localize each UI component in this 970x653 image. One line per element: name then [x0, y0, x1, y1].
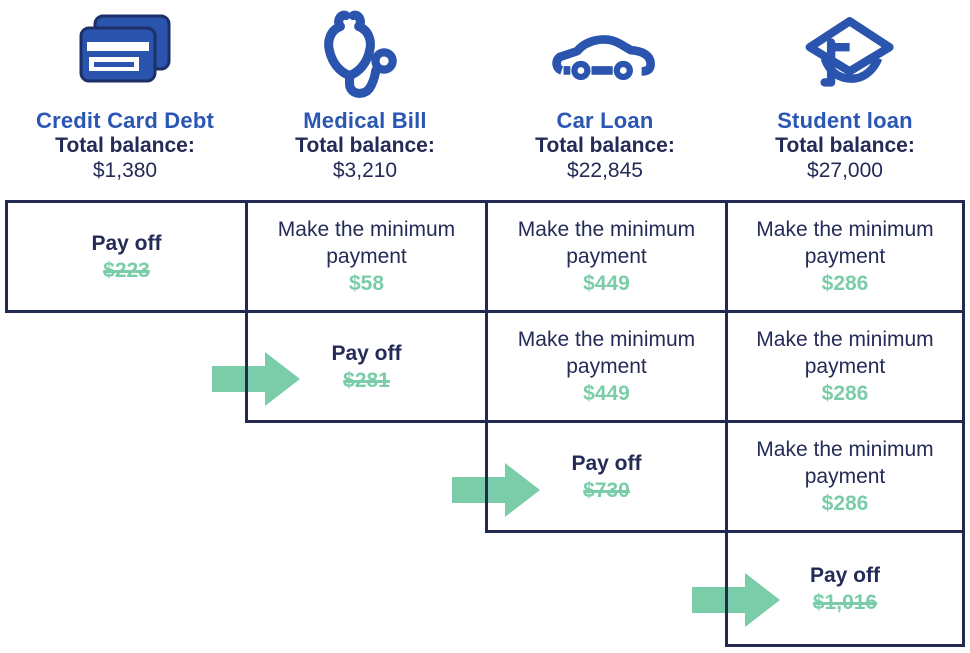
minimum-cell-student-loan: Make the minimum payment $286	[725, 423, 962, 530]
car-icon	[552, 4, 658, 108]
payoff-amount: $281	[343, 368, 390, 392]
payoff-amount: $1,016	[812, 590, 878, 614]
debt-header-credit-card: Credit Card Debt Total balance: $1,380	[5, 0, 245, 200]
rollover-arrow-icon-car-loan	[452, 463, 540, 517]
balance-label: Total balance:	[775, 134, 915, 157]
minimum-cell-car-loan: Make the minimum payment $449	[485, 313, 725, 420]
graduation-cap-icon	[794, 4, 896, 108]
payment-row-4: Pay off $1,016	[725, 530, 965, 647]
payoff-label: Pay off	[91, 231, 162, 255]
balance-label: Total balance:	[535, 134, 675, 157]
payoff-cell-credit-card: Pay off $223	[8, 203, 245, 310]
minimum-amount: $286	[821, 382, 869, 405]
minimum-label: Make the minimum payment	[277, 218, 456, 268]
minimum-amount: $449	[583, 272, 630, 295]
payoff-label: Pay off	[809, 563, 880, 587]
debt-title: Medical Bill	[303, 108, 427, 133]
minimum-cell-medical-bill: Make the minimum payment $58	[245, 203, 485, 310]
rollover-arrow-icon-medical-bill	[212, 352, 300, 406]
payoff-cell-student-loan: Pay off $1,016	[728, 533, 962, 644]
balance-amount: $3,210	[332, 159, 398, 182]
minimum-label: Make the minimum payment	[517, 218, 696, 268]
balance-amount: $27,000	[807, 159, 883, 182]
minimum-label: Make the minimum payment	[756, 438, 934, 488]
debt-title: Student loan	[777, 108, 913, 133]
debt-header-car-loan: Car Loan Total balance: $22,845	[485, 0, 725, 200]
minimum-amount: $286	[821, 272, 869, 295]
balance-label: Total balance:	[295, 134, 435, 157]
minimum-label: Make the minimum payment	[756, 218, 934, 268]
payoff-amount: $730	[583, 478, 630, 502]
balance-label: Total balance:	[55, 134, 195, 157]
balance-amount: $1,380	[92, 159, 158, 182]
payoff-label: Pay off	[571, 451, 642, 475]
minimum-label: Make the minimum payment	[517, 328, 696, 378]
minimum-cell-student-loan: Make the minimum payment $286	[725, 313, 962, 420]
stethoscope-icon	[315, 4, 415, 108]
minimum-amount: $286	[821, 492, 869, 515]
payoff-label: Pay off	[331, 341, 402, 365]
minimum-label: Make the minimum payment	[756, 328, 934, 378]
rollover-arrow-icon-student-loan	[692, 573, 780, 627]
minimum-amount: $58	[348, 272, 385, 295]
minimum-amount: $449	[583, 382, 630, 405]
payoff-amount: $223	[103, 258, 150, 282]
debt-title: Car Loan	[556, 108, 654, 133]
credit-card-icon	[75, 4, 175, 108]
minimum-cell-student-loan: Make the minimum payment $286	[725, 203, 962, 310]
payment-row-3: Pay off $730 Make the minimum payment $2…	[485, 420, 965, 533]
minimum-cell-car-loan: Make the minimum payment $449	[485, 203, 725, 310]
debt-header-student-loan: Student loan Total balance: $27,000	[725, 0, 965, 200]
payment-row-1: Pay off $223 Make the minimum payment $5…	[5, 200, 965, 313]
payment-row-2: Pay off $281 Make the minimum payment $4…	[245, 310, 965, 423]
balance-amount: $22,845	[567, 159, 643, 182]
debt-title: Credit Card Debt	[36, 108, 214, 133]
payoff-cell-medical-bill: Pay off $281	[248, 313, 485, 420]
payoff-cell-car-loan: Pay off $730	[488, 423, 725, 530]
debt-header-medical-bill: Medical Bill Total balance: $3,210	[245, 0, 485, 200]
